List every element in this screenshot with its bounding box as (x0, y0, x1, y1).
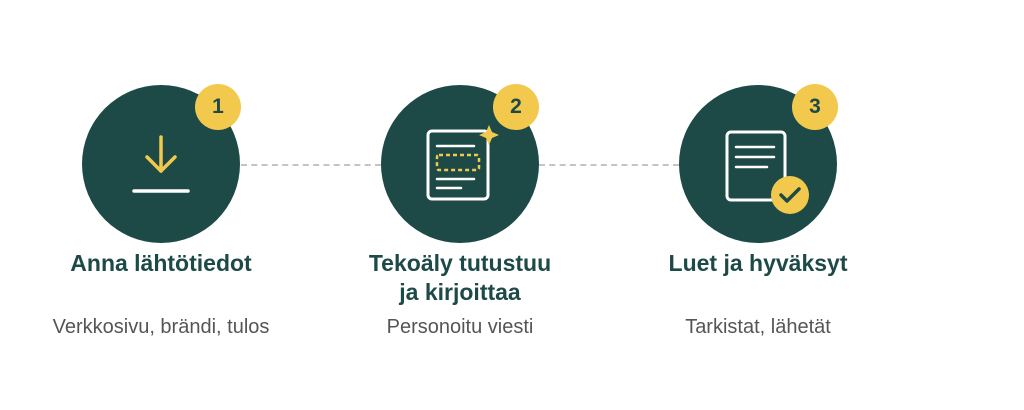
step-3-title-line-1: Luet ja hyväksyt (668, 250, 848, 276)
step-2-title-line-1: Tekoäly tutustuu (368, 250, 552, 276)
step-1-title-line-1: Anna lähtötiedot (70, 250, 252, 276)
step-2-circle (381, 85, 539, 243)
step-2-subtitle: Personoitu viesti (386, 316, 534, 338)
step-1-badge: 1 (195, 84, 241, 130)
step-3-badge: 3 (792, 84, 838, 130)
step-3-title: Luet ja hyväksyt (618, 249, 898, 278)
step-2-title: Tekoäly tutustuu ja kirjoittaa (320, 249, 600, 307)
document-check-icon (725, 130, 809, 214)
connector-1-2 (241, 164, 381, 166)
document-ai-sparkle-icon (426, 125, 499, 201)
step-2-title-line-2: ja kirjoittaa (399, 279, 521, 305)
step-2-badge: 2 (493, 84, 539, 130)
step-1-subtitle: Verkkosivu, brändi, tulos (52, 316, 270, 338)
connector-2-3 (539, 164, 679, 166)
download-icon (132, 135, 190, 193)
step-3-subtitle: Tarkistat, lähetät (685, 316, 831, 338)
step-1-title: Anna lähtötiedot (21, 249, 301, 278)
